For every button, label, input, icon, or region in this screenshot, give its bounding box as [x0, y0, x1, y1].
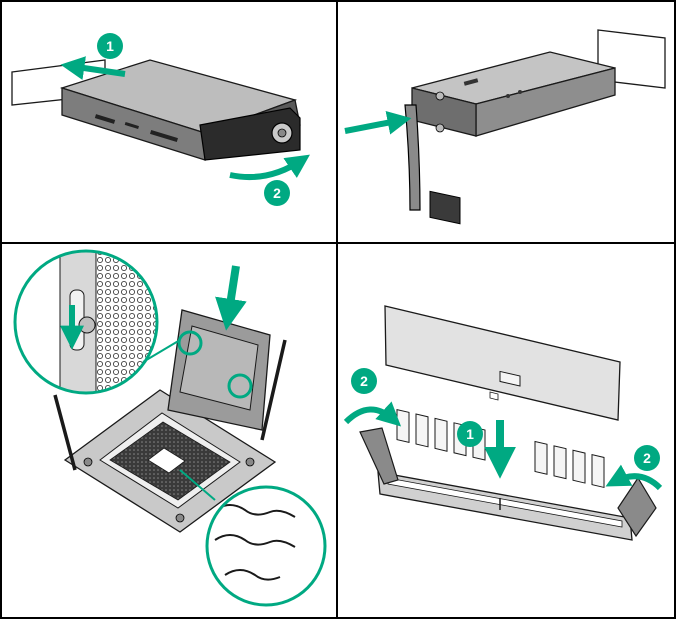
callout-label: 2: [273, 185, 281, 201]
callout-step-1: 1: [457, 421, 483, 447]
close-latch-arrow-icon: [605, 464, 663, 491]
close-latch-arrow-icon: [343, 401, 402, 427]
psu-vent-hole: [518, 90, 522, 94]
socket-load-lever: [53, 394, 77, 471]
panel-processor-installation: [13, 249, 327, 607]
drive-front-slot: [124, 121, 139, 129]
dimm-latch-left: [359, 427, 399, 485]
drive-front-slot: [94, 114, 116, 124]
socket-screw: [175, 513, 185, 523]
socket-center-pad: [147, 447, 186, 474]
psu-screw: [435, 91, 445, 101]
psu-label: [463, 78, 479, 86]
drive-lever-button-center: [277, 128, 287, 138]
callout-step-2-right: 2: [634, 445, 660, 471]
callout-label: 1: [106, 38, 114, 54]
socket-detail-zoom: [13, 249, 181, 395]
panel-drive-installation: 1 2: [11, 33, 310, 206]
callout-label: 1: [466, 426, 474, 442]
dimm-spd-chip: [499, 370, 521, 387]
psu-screw: [435, 123, 445, 133]
pin-detail-zoom: [179, 469, 327, 607]
drive-front-slot: [150, 129, 178, 143]
alignment-notch-highlight: [177, 330, 203, 356]
socket-screw: [245, 457, 255, 467]
panel-dimm-installation: 1 2 2: [343, 305, 663, 541]
drive-release-lever: [199, 107, 301, 161]
callout-label: 2: [643, 450, 651, 466]
panel-power-supply-installation: [344, 29, 666, 225]
dimm-key-notch: [489, 391, 499, 401]
callout-label: 2: [360, 373, 368, 389]
psu-vent-hole: [506, 94, 510, 98]
socket-screw: [83, 457, 93, 467]
callout-step-2: 2: [264, 180, 290, 206]
alignment-notch-highlight: [227, 373, 253, 399]
dimm-latch-right: [617, 476, 657, 538]
dimm-module: [384, 305, 621, 421]
close-lever-arrow-icon: [229, 154, 310, 181]
callout-step-1: 1: [97, 33, 123, 59]
socket-load-lever: [260, 339, 287, 441]
push-arrow-icon: [60, 56, 126, 80]
callout-step-2-left: 2: [351, 368, 377, 394]
press-down-arrow-icon: [215, 265, 247, 331]
psu-connector: [429, 190, 461, 225]
push-arrow-icon: [344, 110, 412, 135]
